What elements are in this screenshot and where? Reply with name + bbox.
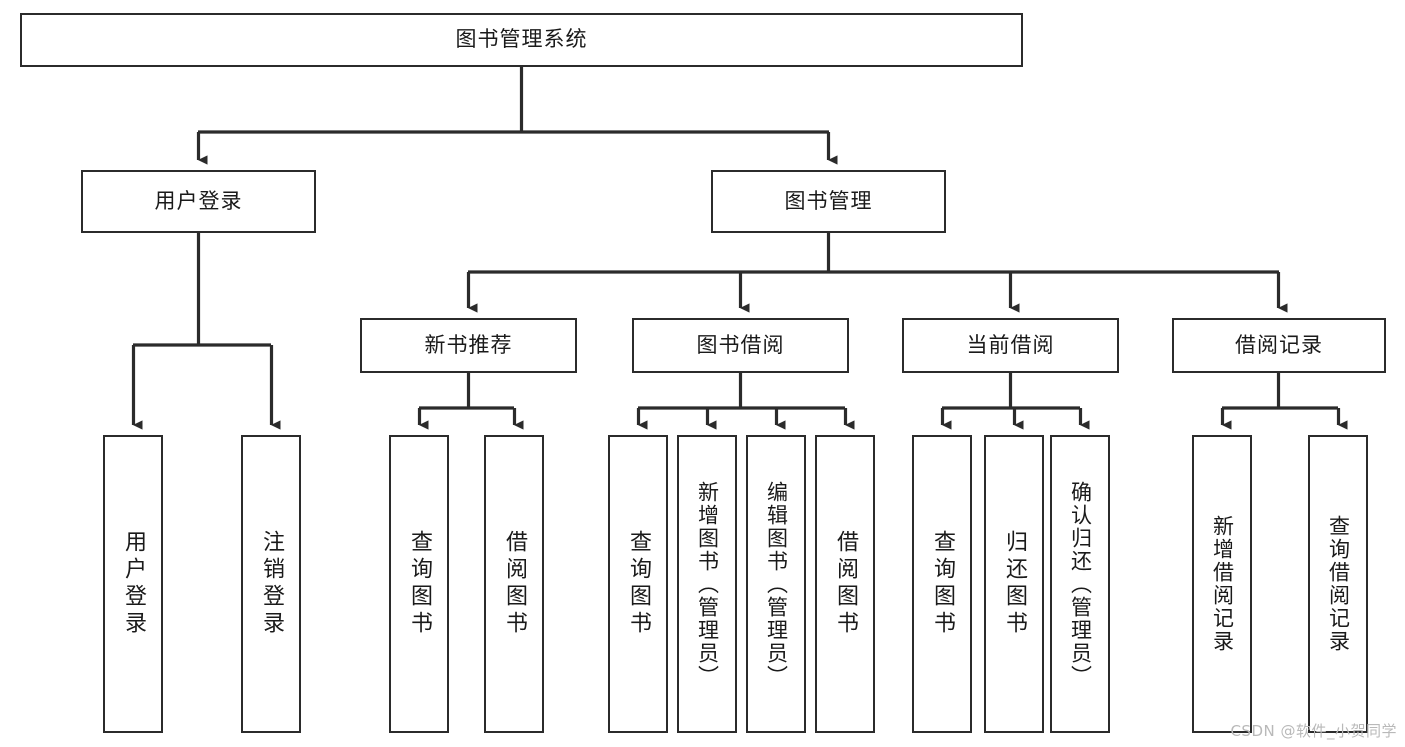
node-label: 查询图书 (930, 530, 955, 638)
node-leaf[interactable]: 借阅图书 (815, 435, 875, 733)
node-label: 新增借阅记录 (1210, 515, 1235, 653)
node-leaf[interactable]: 借阅图书 (484, 435, 544, 733)
node-leaf[interactable]: 归还图书 (984, 435, 1044, 733)
node-label: 查询借阅记录 (1326, 515, 1351, 653)
node-label: 图书借阅 (696, 332, 785, 357)
node-label: 编辑图书（管理员） (764, 480, 789, 688)
node-leaf[interactable]: 新增图书（管理员） (677, 435, 737, 733)
node-level2-book-management[interactable]: 图书管理 (711, 170, 946, 233)
node-leaf[interactable]: 查询借阅记录 (1308, 435, 1368, 733)
node-leaf[interactable]: 查询图书 (389, 435, 449, 733)
node-leaf[interactable]: 用户登录 (103, 435, 163, 733)
node-label: 新书推荐 (424, 332, 513, 357)
node-label: 查询图书 (407, 530, 432, 638)
node-root[interactable]: 图书管理系统 (20, 13, 1023, 67)
node-leaf[interactable]: 注销登录 (241, 435, 301, 733)
node-level2-user-login[interactable]: 用户登录 (81, 170, 316, 233)
node-label: 图书管理 (784, 188, 873, 213)
node-label: 当前借阅 (966, 332, 1055, 357)
node-leaf[interactable]: 查询图书 (608, 435, 668, 733)
node-label: 借阅图书 (502, 530, 527, 638)
node-label: 借阅图书 (833, 530, 858, 638)
node-label: 借阅记录 (1235, 332, 1323, 357)
node-level3-new-book-recommend[interactable]: 新书推荐 (360, 318, 577, 373)
node-label: 用户登录 (121, 530, 146, 638)
node-label: 查询图书 (626, 530, 651, 638)
node-label: 注销登录 (259, 530, 284, 638)
node-level3-borrow-record[interactable]: 借阅记录 (1172, 318, 1386, 373)
node-leaf[interactable]: 确认归还（管理员） (1050, 435, 1110, 733)
node-label: 新增图书（管理员） (695, 480, 720, 688)
node-label: 归还图书 (1002, 530, 1027, 638)
node-leaf[interactable]: 编辑图书（管理员） (746, 435, 806, 733)
node-label: 确认归还（管理员） (1068, 480, 1093, 688)
node-label: 图书管理系统 (455, 27, 588, 52)
node-leaf[interactable]: 新增借阅记录 (1192, 435, 1252, 733)
node-leaf[interactable]: 查询图书 (912, 435, 972, 733)
node-label: 用户登录 (154, 188, 243, 213)
node-level3-book-borrow[interactable]: 图书借阅 (632, 318, 849, 373)
node-level3-current-borrow[interactable]: 当前借阅 (902, 318, 1119, 373)
